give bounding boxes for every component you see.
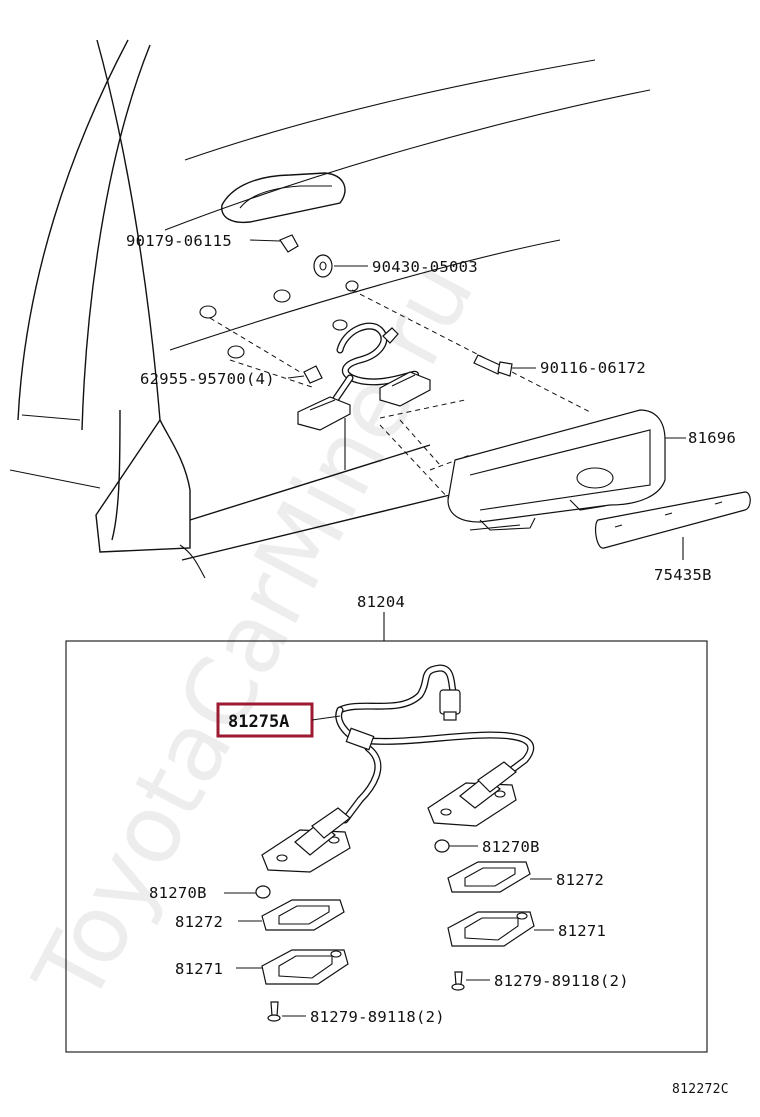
grommet-part <box>313 254 368 278</box>
lower-wire-harness <box>335 664 535 824</box>
nut-part <box>249 234 299 253</box>
garnish-part <box>447 409 666 531</box>
label-grommet: 90430-05003 <box>372 258 478 276</box>
socket-right <box>427 761 517 827</box>
upper-lamp-left <box>297 396 351 431</box>
diagram-code: 812272C <box>672 1082 729 1097</box>
label-lens-right: 81271 <box>558 922 606 940</box>
assembly-guide-lines <box>209 289 591 501</box>
label-gasket-left: 81272 <box>175 913 223 931</box>
label-bulb-right: 81270B <box>482 838 540 856</box>
label-garnish: 81696 <box>688 429 736 447</box>
label-clip: 62955-95700(4) <box>140 370 275 388</box>
label-bolt-upper: 90179-06115 <box>126 232 232 250</box>
upper-wire-harness <box>331 322 419 404</box>
clip-part <box>287 365 323 384</box>
label-bolt-side: 90116-06172 <box>540 359 646 377</box>
label-gasket-right: 81272 <box>556 871 604 889</box>
label-screw-right: 81279-89118(2) <box>494 972 629 990</box>
gasket-right <box>447 861 552 893</box>
screw-left <box>267 1001 306 1022</box>
mounting-holes <box>199 280 359 359</box>
assembly-box <box>65 640 708 1053</box>
door-handle-recess <box>221 172 346 224</box>
screw-right <box>451 971 490 991</box>
bolt-part <box>473 354 536 377</box>
vehicle-body-outline <box>9 39 651 579</box>
lens-right <box>447 911 554 947</box>
bulb-right <box>434 839 478 853</box>
trim-strip-part <box>594 491 751 549</box>
label-highlighted: 81275A <box>228 712 289 732</box>
lens-left <box>236 949 349 985</box>
highlight-leader <box>311 715 341 721</box>
bulb-left <box>224 885 271 899</box>
gasket-left <box>238 899 345 931</box>
label-trim-strip: 75435B <box>654 566 712 584</box>
upper-lamp-right <box>379 371 431 407</box>
label-bulb-left: 81270B <box>149 884 207 902</box>
socket-left <box>261 807 351 873</box>
label-lens-left: 81271 <box>175 960 223 978</box>
label-assembly: 81204 <box>357 593 405 611</box>
label-screw-left: 81279-89118(2) <box>310 1008 445 1026</box>
